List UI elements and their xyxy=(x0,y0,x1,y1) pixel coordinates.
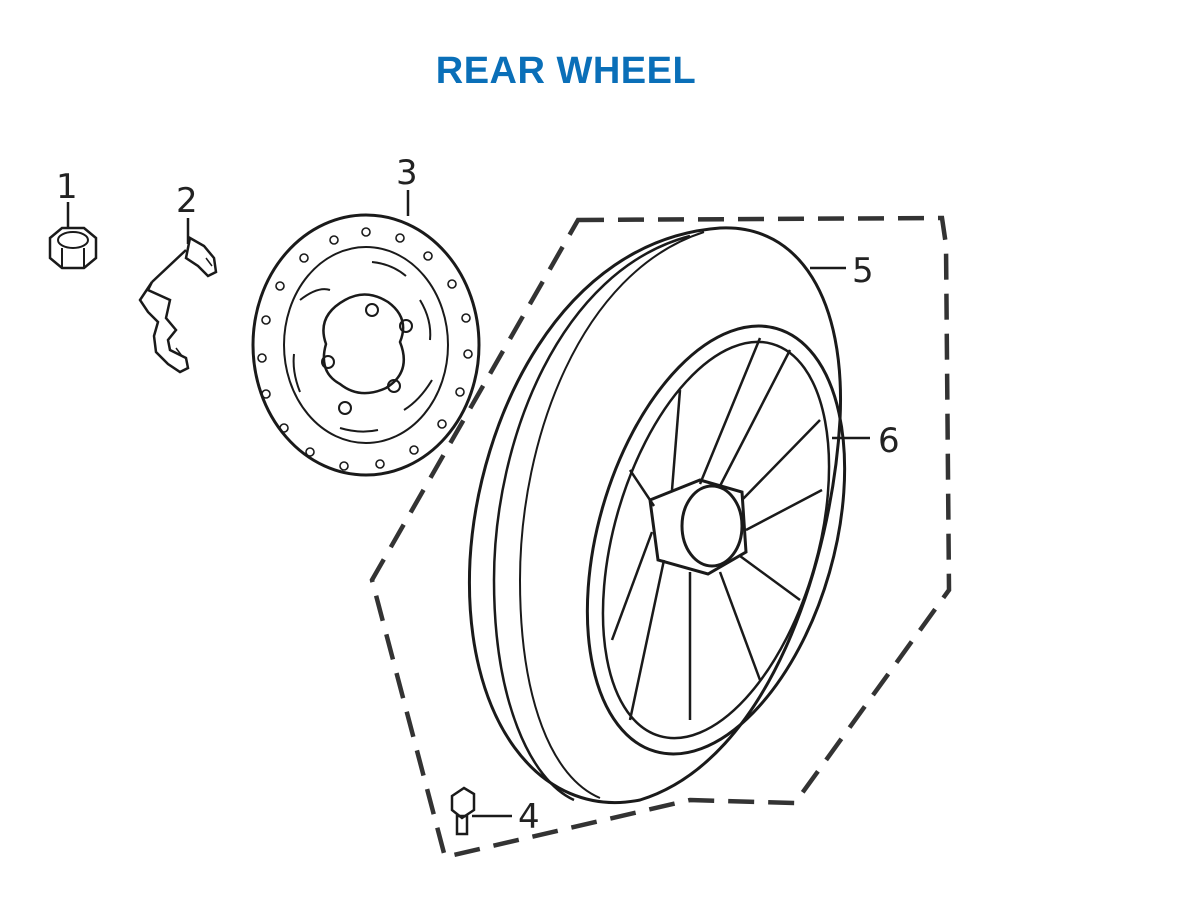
callout-label-2: 2 xyxy=(176,181,198,221)
rim-part xyxy=(585,324,847,756)
tire-part xyxy=(467,226,843,804)
callout-label-3: 3 xyxy=(396,153,418,193)
callout-label-4: 4 xyxy=(518,797,540,837)
bolts-part xyxy=(138,236,218,374)
callout-label-6: 6 xyxy=(878,421,900,461)
assembly-boundary-dashed xyxy=(369,215,952,860)
callout-label-5: 5 xyxy=(852,251,874,291)
nut-part xyxy=(48,226,98,270)
brake-disc-part xyxy=(251,213,481,477)
callout-label-1: 1 xyxy=(56,167,78,207)
page-title: REAR WHEEL xyxy=(435,50,697,92)
valve-part xyxy=(450,786,476,836)
